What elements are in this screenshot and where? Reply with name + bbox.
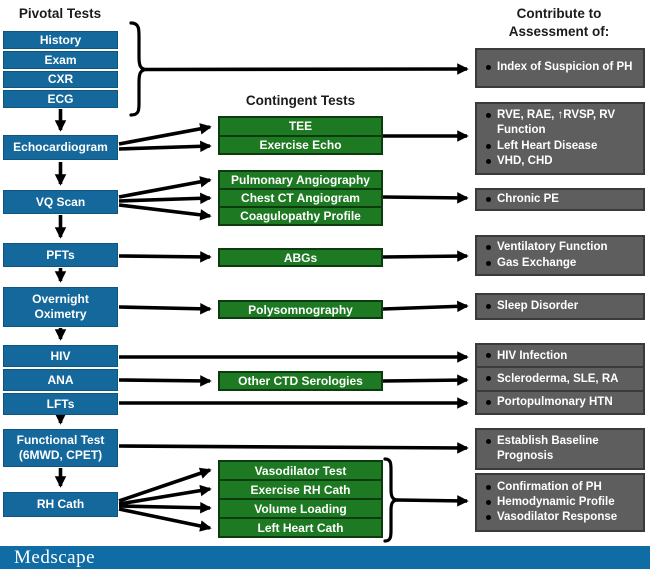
bullet-dot xyxy=(486,376,491,382)
contribute-header-line2: Assessment of: xyxy=(508,23,610,39)
bullet-dot xyxy=(486,260,491,266)
assessment-confirmation: Confirmation of PH Hemodynamic Profile V… xyxy=(475,473,645,532)
assessment-index-of-suspicion: Index of Suspicion of PH xyxy=(475,48,645,88)
contingent-rh-cath-stack: Vasodilator Test Exercise RH Cath Volume… xyxy=(218,460,383,538)
bullet-dot xyxy=(486,158,491,164)
assessment-sleep-disorder: Sleep Disorder xyxy=(475,293,645,320)
assessment-text: Left Heart Disease xyxy=(497,139,598,152)
bullet-row: Chronic PE xyxy=(486,192,639,207)
box-abgs: ABGs xyxy=(218,248,383,267)
assessment-text: Scleroderma, SLE, RA xyxy=(497,372,619,385)
box-hiv: HIV xyxy=(3,345,118,367)
assessment-serology-stack: HIV Infection Scleroderma, SLE, RA Porto… xyxy=(475,343,645,415)
bullet-row: VHD, CHD xyxy=(486,154,639,169)
assessment-text: Confirmation of PH xyxy=(497,480,602,493)
pivotal-tests-header: Pivotal Tests xyxy=(18,6,102,21)
assessment-chronic-pe: Chronic PE xyxy=(475,188,645,211)
pivotal-initial-stack: History Exam CXR ECG xyxy=(3,31,118,108)
bullet-row: Sleep Disorder xyxy=(486,299,639,314)
bullet-dot xyxy=(486,65,491,71)
assessment-text: Index of Suspicion of PH xyxy=(497,61,633,74)
bullet-dot xyxy=(486,515,491,521)
box-other-ctd-serologies: Other CTD Serologies xyxy=(218,371,383,391)
contingent-tests-header: Contingent Tests xyxy=(245,93,356,108)
box-ana: ANA xyxy=(3,369,118,391)
bullet-dot xyxy=(486,438,491,444)
bullet-dot xyxy=(486,245,491,251)
box-vq-scan: VQ Scan xyxy=(3,190,118,214)
box-ecg: ECG xyxy=(3,90,118,108)
bullet-dot xyxy=(486,353,491,359)
assessment-establish-baseline: Establish Baseline Prognosis xyxy=(475,428,645,470)
assessment-text: Ventilatory Function xyxy=(497,241,608,254)
bullet-dot xyxy=(486,303,491,309)
box-functional-test: Functional Test (6MWD, CPET) xyxy=(3,429,118,467)
box-exam: Exam xyxy=(3,50,118,69)
contingent-vq-stack: Pulmonary Angiography Chest CT Angiogram… xyxy=(218,170,383,226)
box-lfts: LFTs xyxy=(3,393,118,415)
bullet-dot xyxy=(486,143,491,149)
bullet-row: Establish Baseline Prognosis xyxy=(486,434,639,464)
box-tee: TEE xyxy=(288,119,313,134)
bullet-row: Vasodilator Response xyxy=(486,510,639,525)
bullet-row: Confirmation of PH xyxy=(486,480,639,495)
bullet-row: Scleroderma, SLE, RA xyxy=(486,373,618,385)
assessment-rv-findings: RVE, RAE, ↑RVSP, RV Function Left Heart … xyxy=(475,102,645,175)
box-vasodilator-test: Vasodilator Test xyxy=(254,463,347,478)
pivotal-serology-stack: HIV ANA LFTs xyxy=(3,345,118,415)
bullet-row: Gas Exchange xyxy=(486,256,639,271)
assessment-scleroderma: Scleroderma, SLE, RA xyxy=(477,366,643,389)
bullet-dot xyxy=(486,399,491,405)
box-exercise-echo: Exercise Echo xyxy=(220,134,381,154)
box-history: History xyxy=(3,31,118,49)
bullet-dot xyxy=(486,499,491,505)
medscape-logo: Medscape xyxy=(14,546,96,568)
assessment-ventilatory: Ventilatory Function Gas Exchange xyxy=(475,235,645,276)
box-cxr: CXR xyxy=(3,70,118,89)
bullet-row: Portopulmonary HTN xyxy=(486,396,613,408)
box-exercise-rh-cath: Exercise RH Cath xyxy=(220,479,381,498)
box-overnight-oximetry: Overnight Oximetry xyxy=(3,287,118,327)
box-pfts: PFTs xyxy=(3,243,118,267)
box-rh-cath: RH Cath xyxy=(3,492,118,517)
box-polysomnography: Polysomnography xyxy=(218,300,383,319)
box-pulmonary-angiography: Pulmonary Angiography xyxy=(231,173,370,187)
bullet-row: Index of Suspicion of PH xyxy=(486,60,639,75)
bullet-dot xyxy=(486,484,491,490)
bullet-row: HIV Infection xyxy=(486,350,567,362)
footer-bar: Medscape xyxy=(0,546,650,569)
contingent-echo-stack: TEE Exercise Echo xyxy=(218,116,383,155)
bullet-dot xyxy=(486,196,491,202)
box-echocardiogram: Echocardiogram xyxy=(3,135,118,160)
assessment-text: HIV Infection xyxy=(497,349,568,362)
assessment-text: RVE, RAE, ↑RVSP, RV Function xyxy=(497,109,616,137)
assessment-text: Gas Exchange xyxy=(497,256,577,269)
assessment-text: Portopulmonary HTN xyxy=(497,396,613,409)
bullet-row: RVE, RAE, ↑RVSP, RV Function xyxy=(486,108,639,138)
box-left-heart-cath: Left Heart Cath xyxy=(220,517,381,536)
bullet-row: Left Heart Disease xyxy=(486,139,639,154)
assessment-portopulmonary: Portopulmonary HTN xyxy=(477,389,643,413)
bullet-row: Hemodynamic Profile xyxy=(486,495,639,510)
bullet-dot xyxy=(486,113,491,119)
box-chest-ct-angiogram: Chest CT Angiogram xyxy=(220,188,381,206)
bullet-row: Ventilatory Function xyxy=(486,240,639,255)
contribute-header-line1: Contribute to xyxy=(516,6,602,21)
assessment-text: Vasodilator Response xyxy=(497,511,618,524)
box-coagulopathy-profile: Coagulopathy Profile xyxy=(220,206,381,224)
box-volume-loading: Volume Loading xyxy=(220,498,381,517)
assessment-text: VHD, CHD xyxy=(497,154,553,167)
assessment-hiv-infection: HIV Infection xyxy=(477,345,643,366)
assessment-text: Sleep Disorder xyxy=(497,299,579,312)
assessment-text: Establish Baseline Prognosis xyxy=(497,434,599,462)
assessment-text: Hemodynamic Profile xyxy=(497,495,615,508)
assessment-text: Chronic PE xyxy=(497,192,559,205)
contribute-header: Contribute to Assessment of: xyxy=(468,5,650,40)
